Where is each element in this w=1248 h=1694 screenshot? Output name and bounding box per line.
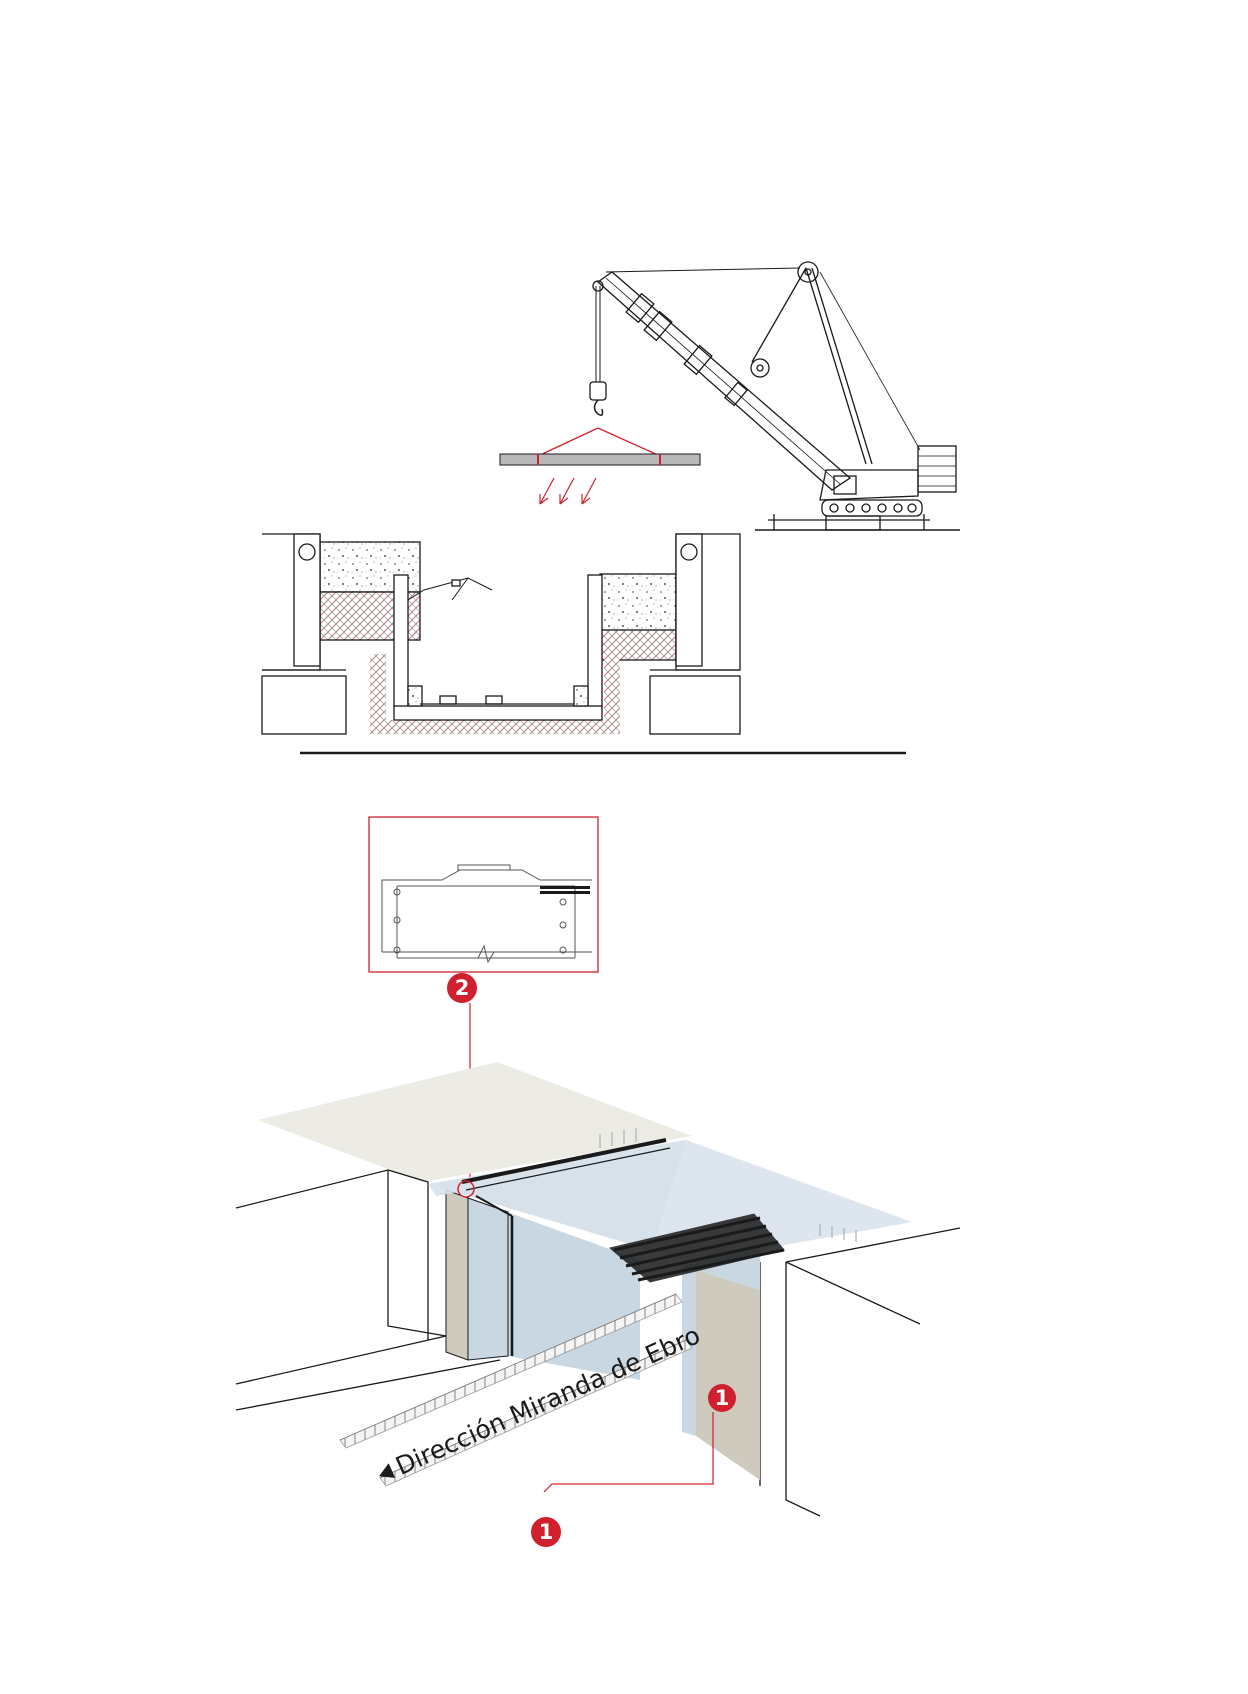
detail-inset [368, 816, 599, 973]
lifting-slings [537, 427, 661, 457]
crane-section [261, 261, 960, 755]
isometric-bridge-view [235, 1062, 961, 1517]
ground-plane [258, 1062, 692, 1182]
triangle-left-icon [379, 1463, 396, 1478]
crane [589, 261, 957, 531]
suspended-deck-slab [499, 453, 701, 466]
svg-text:2: 2 [455, 976, 470, 1000]
marker-1-top: 1 [708, 1384, 736, 1412]
marker-2: 2 [447, 973, 477, 1003]
detail-callout-circle [457, 1180, 475, 1198]
railway-tracks [339, 1293, 693, 1487]
placement-arrows [539, 477, 597, 505]
svg-text:1: 1 [715, 1386, 730, 1410]
svg-text:1: 1 [539, 1520, 554, 1544]
trench-cross-section [261, 533, 741, 735]
marker-1-bottom: 1 [531, 1517, 561, 1547]
leader-line-1 [543, 1412, 714, 1493]
installed-steel-beams [461, 1138, 785, 1283]
